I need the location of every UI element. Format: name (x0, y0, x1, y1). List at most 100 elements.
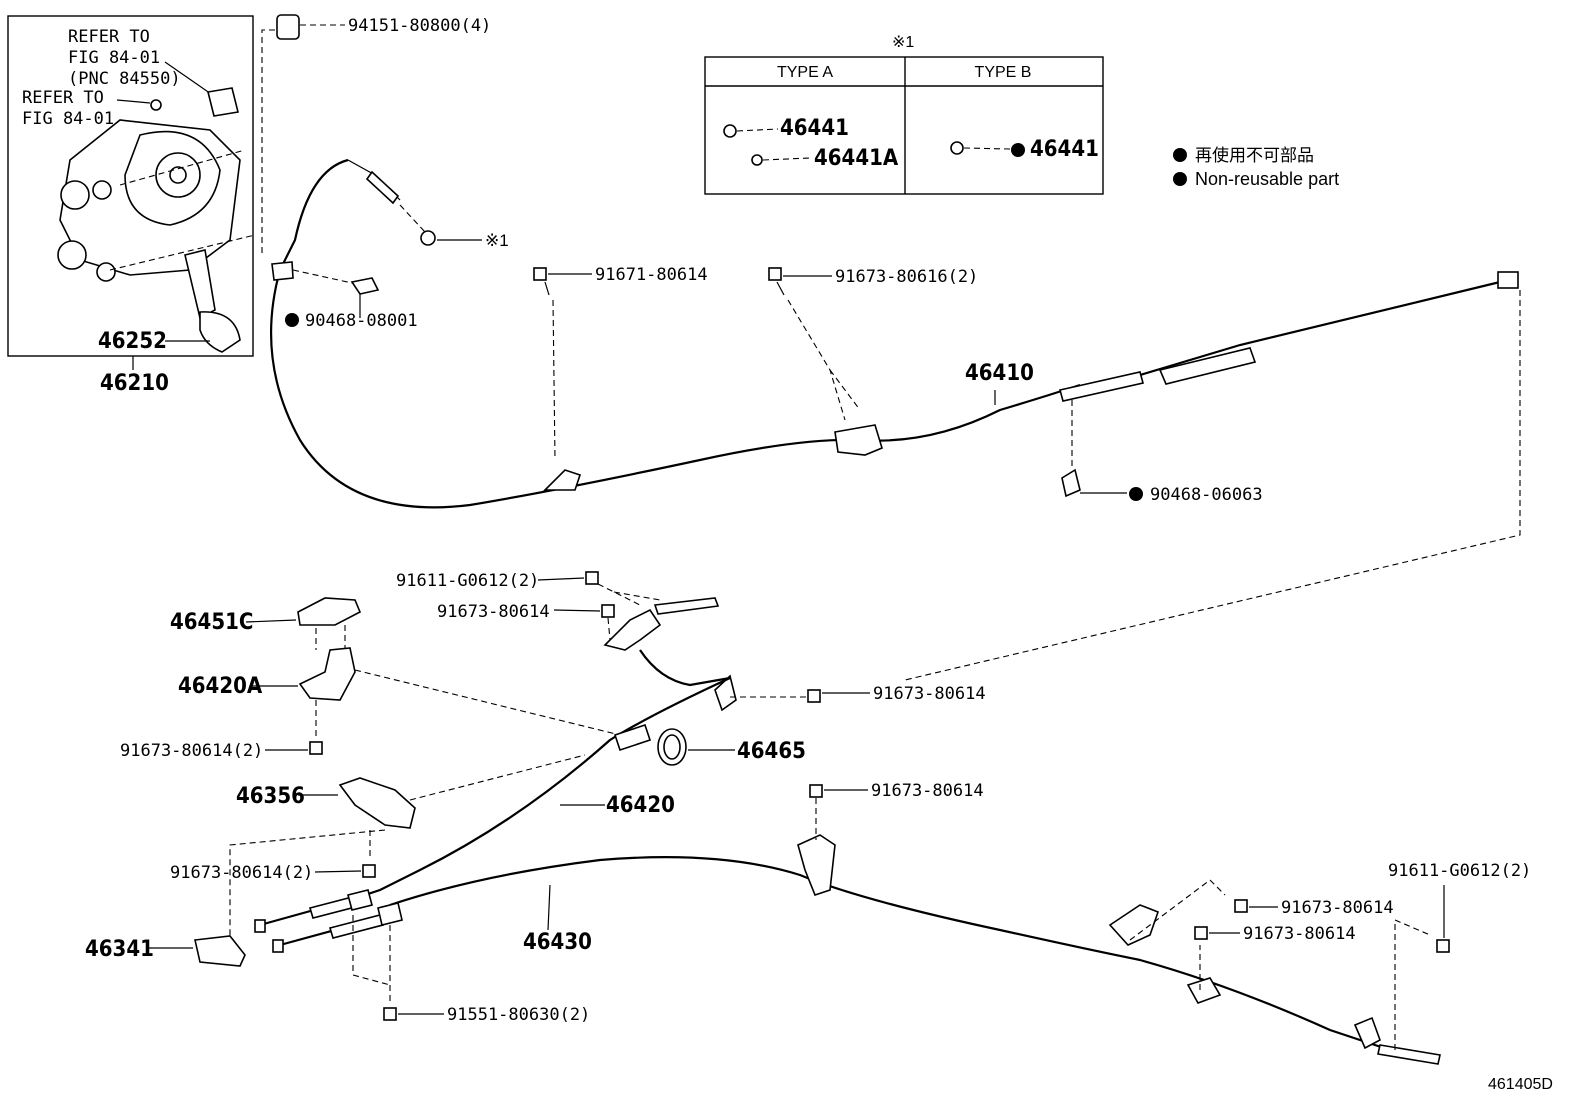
leader-46441A (762, 157, 811, 161)
inset-border (7, 15, 254, 357)
cable-end-a-tip (254, 919, 266, 933)
bolt-91673-r3 (1194, 926, 1208, 940)
label-91673-r2: 91673-80614 (1281, 898, 1394, 918)
clip-46341 (194, 935, 246, 967)
equalizer-cable-1 (639, 649, 731, 687)
refer2-line-2: FIG 84-01 (22, 109, 114, 129)
label-90468-08001: 90468-08001 (305, 311, 418, 331)
pedal-boss-3 (92, 180, 112, 200)
label-90468-06063: 90468-06063 (1150, 485, 1263, 505)
type-a-header: TYPE A (777, 64, 833, 81)
label-46252: 46252 (98, 329, 167, 354)
pedal-bolt (150, 99, 162, 111)
type-b-header: TYPE B (975, 64, 1032, 81)
bolt-91611-a (585, 571, 599, 585)
leader-46441-a (736, 128, 779, 132)
label-46451C: 46451C (170, 610, 253, 635)
refer2-leader (116, 99, 151, 104)
clamp-46420A (298, 647, 356, 701)
cable-retainer-a (347, 889, 373, 911)
label-46420: 46420 (606, 793, 675, 818)
bolt-91673-left2 (309, 741, 323, 755)
dash-91673-80616-b (829, 369, 861, 411)
label-46420A: 46420A (178, 674, 263, 699)
table-border (704, 56, 1104, 195)
label-46441-b: 46441 (1030, 137, 1099, 162)
leader-91611-a (537, 577, 585, 581)
label-91673-mid: 91673-80614 (871, 781, 984, 801)
clip-90468-06063 (1061, 468, 1081, 498)
label-91673-80616: 91673-80616(2) (835, 267, 978, 287)
cable-46410-bracket (834, 424, 883, 456)
dash-91673-top (607, 617, 611, 641)
equalizer-rod (653, 597, 720, 615)
dash-91551-a (352, 915, 391, 986)
refer-line-1: REFER TO (68, 27, 150, 47)
refer-leader (164, 61, 215, 97)
bolt-91673-right1 (807, 689, 821, 703)
pedal-arm (184, 249, 216, 320)
legend-jp: 再使用不可部品 (1195, 145, 1314, 165)
label-ref1: ※1 (485, 231, 509, 250)
figure-code: 461405D (1488, 1076, 1553, 1093)
label-91673-left3: 91673-80614(2) (170, 863, 313, 883)
bolt-91673-r2 (1234, 899, 1248, 913)
nonreusable-dot-90468-08001 (285, 313, 299, 327)
nut-46441A (751, 154, 763, 166)
type-table: ※1 TYPE A TYPE B 46441 46441A 46441 (704, 34, 1104, 195)
leader-46441-b (963, 147, 1011, 150)
nut-ref1 (420, 230, 436, 246)
bolt-91611-b (1436, 939, 1450, 953)
cable-end-b-tip (272, 939, 284, 953)
nut-46441-b (950, 141, 964, 155)
bolt-91671-shank (544, 281, 550, 296)
dash-94151-down (261, 29, 275, 255)
legend-dot-en (1173, 172, 1187, 186)
bolt-91673-top (601, 604, 615, 618)
rear-bracket-3 (1353, 1016, 1381, 1050)
cable-46410-boot (1059, 371, 1144, 402)
dash-ref1 (399, 204, 426, 233)
dash-46356-left (229, 829, 386, 945)
rear-bracket-1 (1108, 904, 1160, 946)
cable-46410-sleeve (1158, 347, 1257, 385)
cable-46410 (269, 158, 1519, 509)
cable-46410-rear (1139, 280, 1501, 377)
legend: 再使用不可部品 Non-reusable part (1173, 145, 1339, 189)
bushing-94151 (276, 14, 300, 40)
nonreusable-dot-46441-b (1011, 143, 1025, 157)
cable-46430-clamp (797, 834, 836, 896)
cable-46410-line (269, 158, 1081, 509)
refer-line-2: FIG 84-01 (68, 48, 160, 68)
rear-cable-thread (1377, 1044, 1441, 1065)
bracket-46451C (297, 597, 362, 626)
rear-bracket-2 (1186, 977, 1222, 1004)
label-46356: 46356 (236, 784, 305, 809)
bolt-91673-left3 (362, 864, 376, 878)
label-91671: 91671-80614 (595, 265, 708, 285)
label-46441A: 46441A (814, 146, 899, 171)
leader-91673-left3 (314, 870, 362, 873)
label-91611-b: 91611-G0612(2) (1388, 861, 1531, 881)
nut-46441-a (723, 124, 737, 138)
label-91673-right1: 91673-80614 (873, 684, 986, 704)
label-46441-a: 46441 (780, 116, 849, 141)
table-mark: ※1 (892, 34, 914, 51)
bolt-91673-mid (809, 784, 823, 798)
label-91673-r3: 91673-80614 (1243, 924, 1356, 944)
dash-91673-80616-a (787, 299, 846, 421)
cable-46410-clip (543, 469, 582, 491)
refer-line-3: (PNC 84550) (68, 69, 181, 89)
cable-46430 (389, 856, 1391, 1052)
leader-46451C (245, 619, 297, 623)
bolt-91673-80616 (768, 267, 782, 281)
label-46210: 46210 (100, 371, 169, 396)
label-91611-a: 91611-G0612(2) (396, 571, 539, 591)
pedal-boss-1 (60, 180, 90, 210)
dash-rear-1 (1129, 879, 1226, 941)
label-91673-left2: 91673-80614(2) (120, 741, 263, 761)
dash-46356 (409, 754, 586, 801)
pedal-boss-4 (96, 262, 116, 282)
